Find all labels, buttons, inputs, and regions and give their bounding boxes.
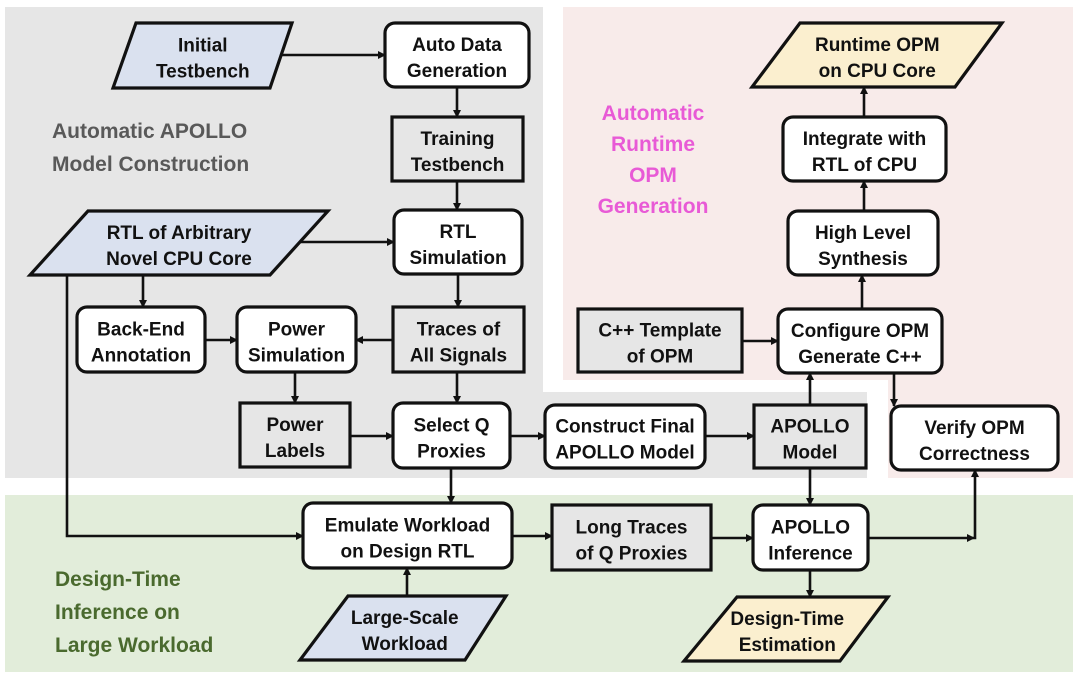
node-shape — [543, 403, 707, 470]
node-shape — [751, 503, 870, 572]
node-shape — [748, 21, 1006, 89]
node-shape — [889, 404, 1060, 472]
node-shape — [391, 305, 526, 374]
edge-rtl-arbitrary-cpu-to-emulate-workload — [65, 275, 304, 540]
node-shape — [75, 305, 207, 374]
node-shape — [776, 307, 944, 375]
node-shape — [391, 401, 512, 470]
node-shape — [781, 115, 948, 183]
node-shape — [383, 21, 531, 89]
node-shape — [235, 305, 358, 374]
node-shape — [238, 401, 352, 469]
node-shape — [301, 501, 514, 570]
node-shape — [390, 115, 525, 183]
junction-arrow-icon — [967, 534, 975, 542]
node-shape — [26, 209, 332, 277]
node-shape — [110, 21, 295, 90]
region-design-time — [5, 495, 1073, 672]
node-shape — [576, 307, 744, 374]
node-shape — [550, 503, 713, 572]
node-shape — [392, 208, 524, 276]
node-shape — [680, 595, 892, 663]
node-shape — [296, 594, 509, 662]
node-shape — [786, 209, 940, 277]
node-shape — [752, 403, 868, 470]
edges-layer — [65, 51, 979, 598]
